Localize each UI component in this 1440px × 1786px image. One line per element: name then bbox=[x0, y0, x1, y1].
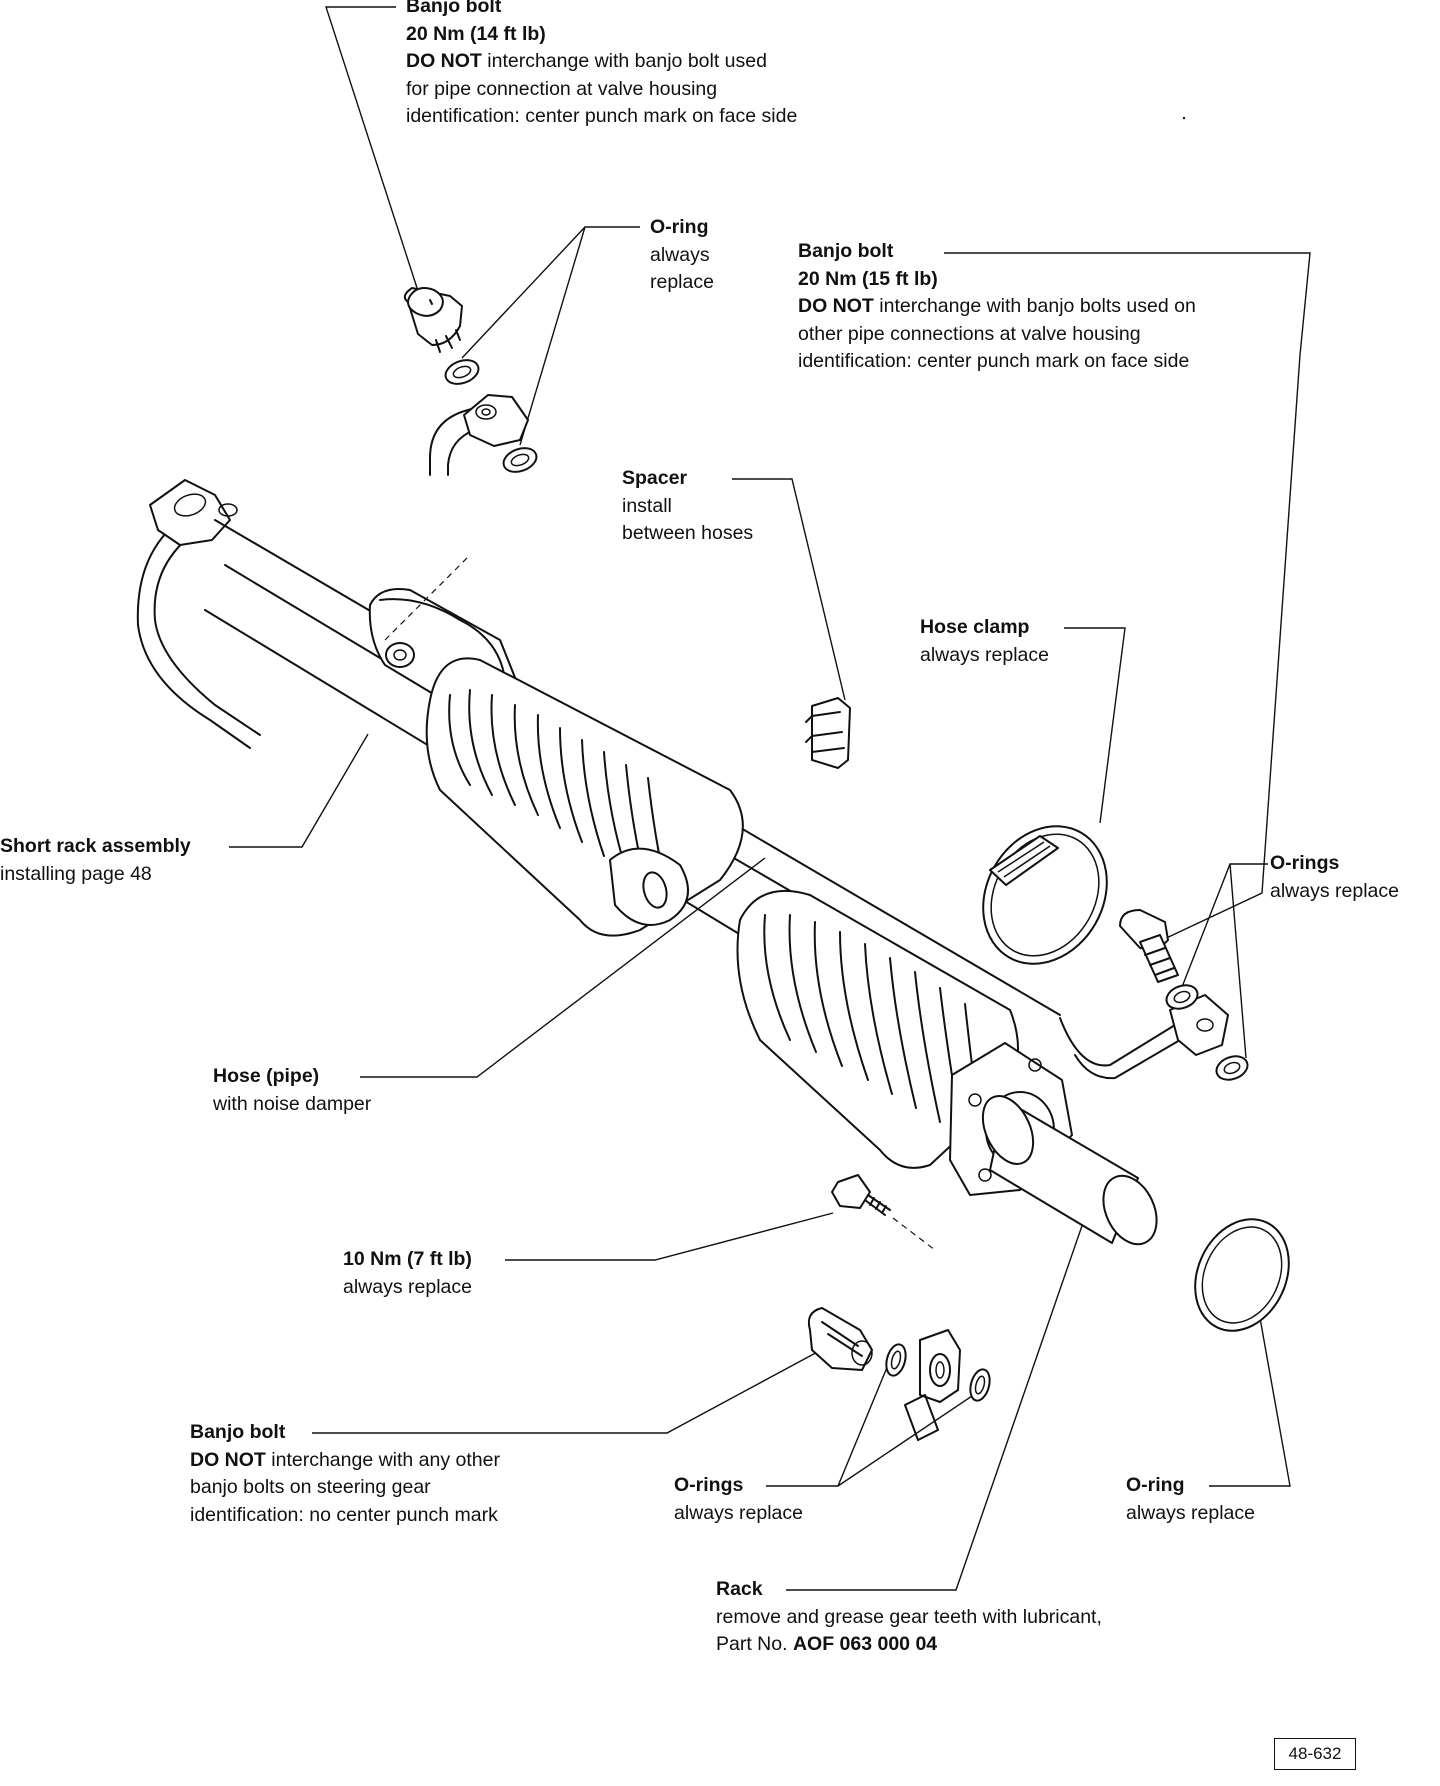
callout-note: DO NOT interchange with any other bbox=[190, 1447, 500, 1475]
callout-note: DO NOT interchange with banjo bolts used… bbox=[798, 293, 1196, 321]
part-prefix: Part No. bbox=[716, 1633, 793, 1655]
callout-line: identification: center punch mark on fac… bbox=[406, 105, 798, 127]
callout-oring-top: O-ring always replace bbox=[650, 214, 714, 297]
callout-line: remove and grease gear teeth with lubric… bbox=[716, 1605, 1102, 1628]
small-bolt-10nm bbox=[831, 1174, 936, 1251]
callout-title: Banjo bolt bbox=[190, 1421, 286, 1443]
callout-line: replace bbox=[650, 271, 714, 293]
top-banjo-bolt bbox=[403, 287, 463, 353]
leader-hose-pipe bbox=[360, 857, 766, 1078]
callout-line: for pipe connection at valve housing bbox=[406, 77, 718, 100]
callout-title: Rack bbox=[716, 1578, 763, 1600]
leader-short-rack bbox=[229, 733, 369, 848]
callout-title: O-rings bbox=[674, 1474, 744, 1496]
large-oring-bottom-right bbox=[1194, 1218, 1290, 1332]
callout-spacer: Spacer install between hoses bbox=[622, 465, 753, 548]
callout-rack: Rack remove and grease gear teeth with l… bbox=[716, 1576, 1102, 1659]
rack-housing bbox=[136, 479, 1229, 1246]
callout-line: with noise damper bbox=[213, 1092, 372, 1115]
callout-banjo-top: Banjo bolt 20 Nm (14 ft lb) DO NOT inter… bbox=[406, 0, 797, 131]
note-text: interchange with any other bbox=[265, 1448, 500, 1471]
callout-line: always replace bbox=[1126, 1501, 1255, 1524]
callout-bolt-10nm: 10 Nm (7 ft lb) always replace bbox=[343, 1246, 472, 1301]
callout-title: O-rings bbox=[1270, 852, 1340, 874]
hose-clamp-part bbox=[982, 825, 1108, 965]
warning-text: DO NOT bbox=[406, 50, 482, 72]
callout-line: always replace bbox=[343, 1275, 472, 1298]
callout-title: Short rack assembly bbox=[0, 835, 191, 857]
figure-id: 48-632 bbox=[1274, 1738, 1356, 1770]
leader-hose-clamp bbox=[1064, 627, 1126, 824]
callout-line: between hoses bbox=[622, 522, 754, 544]
callout-torque: 20 Nm (15 ft lb) bbox=[798, 267, 938, 290]
callout-title: 10 Nm (7 ft lb) bbox=[343, 1248, 472, 1270]
right-orings bbox=[1165, 984, 1249, 1081]
callout-line: banjo bolts on steering gear bbox=[190, 1476, 431, 1498]
right-banjo-bolt bbox=[1119, 909, 1179, 983]
callout-line: installing page 48 bbox=[0, 862, 152, 885]
warning-text: DO NOT bbox=[190, 1448, 266, 1471]
bottom-pipe-fitting bbox=[904, 1329, 961, 1441]
top-banjo-pipe bbox=[429, 394, 529, 476]
callout-hose-pipe: Hose (pipe) with noise damper bbox=[213, 1063, 371, 1118]
leader-orings-bottom bbox=[766, 1364, 889, 1487]
callout-line: identification: no center punch mark bbox=[190, 1503, 498, 1526]
leader-oring-top bbox=[461, 226, 640, 359]
bottom-orings bbox=[885, 1343, 991, 1402]
callout-banjo-right: Banjo bolt 20 Nm (15 ft lb) DO NOT inter… bbox=[798, 238, 1196, 376]
stray-dot bbox=[1182, 116, 1186, 120]
callout-banjo-bottom: Banjo bolt DO NOT interchange with any o… bbox=[190, 1419, 500, 1529]
leader-rack bbox=[786, 1219, 1085, 1591]
leader-banjo-right bbox=[944, 252, 1311, 942]
warning-text: DO NOT bbox=[798, 295, 874, 317]
callout-note: DO NOT interchange with banjo bolt used bbox=[406, 48, 797, 76]
callout-line: always replace bbox=[1270, 879, 1399, 902]
callout-title: O-ring bbox=[1126, 1474, 1185, 1496]
rack-rod bbox=[981, 1095, 1158, 1246]
callout-line: always replace bbox=[674, 1501, 803, 1524]
callout-line: other pipe connections at valve housing bbox=[798, 322, 1141, 345]
callout-line: always bbox=[650, 243, 710, 266]
callout-title: Spacer bbox=[622, 467, 688, 489]
spacer-part bbox=[805, 697, 851, 769]
leader-spacer bbox=[732, 478, 846, 701]
callout-line: identification: center punch mark on fac… bbox=[798, 350, 1190, 372]
leader-oring-bottom-right bbox=[1209, 1317, 1291, 1487]
callout-line: install bbox=[622, 494, 672, 517]
leader-banjo-bottom bbox=[312, 1348, 824, 1434]
leader-10nm bbox=[505, 1212, 834, 1261]
callout-title: Banjo bolt bbox=[406, 0, 502, 17]
top-orings bbox=[444, 359, 538, 473]
bottom-banjo-bolt bbox=[807, 1307, 873, 1371]
part-number: AOF 063 000 04 bbox=[792, 1633, 938, 1655]
leader-lines bbox=[229, 6, 1311, 1591]
note-text: interchange with banjo bolts used on bbox=[873, 295, 1196, 317]
callout-oring-bottom-right: O-ring always replace bbox=[1126, 1472, 1255, 1527]
callout-title: Banjo bolt bbox=[798, 240, 894, 262]
callout-title: Hose clamp bbox=[920, 616, 1030, 638]
left-bellows bbox=[425, 657, 744, 937]
note-text: interchange with banjo bolt used bbox=[481, 50, 767, 72]
callout-part-line: Part No. AOF 063 000 04 bbox=[716, 1631, 1102, 1659]
leader-banjo-top bbox=[325, 6, 419, 292]
callout-title: Hose (pipe) bbox=[213, 1065, 320, 1087]
callout-orings-right: O-rings always replace bbox=[1270, 850, 1399, 905]
callout-hose-clamp: Hose clamp always replace bbox=[920, 614, 1049, 669]
callout-line: always replace bbox=[920, 643, 1049, 666]
callout-short-rack: Short rack assembly installing page 48 bbox=[0, 833, 191, 888]
callout-orings-bottom: O-rings always replace bbox=[674, 1472, 803, 1527]
leader-orings-right bbox=[1181, 863, 1268, 988]
callout-torque: 20 Nm (14 ft lb) bbox=[406, 22, 546, 45]
callout-title: O-ring bbox=[650, 216, 709, 238]
